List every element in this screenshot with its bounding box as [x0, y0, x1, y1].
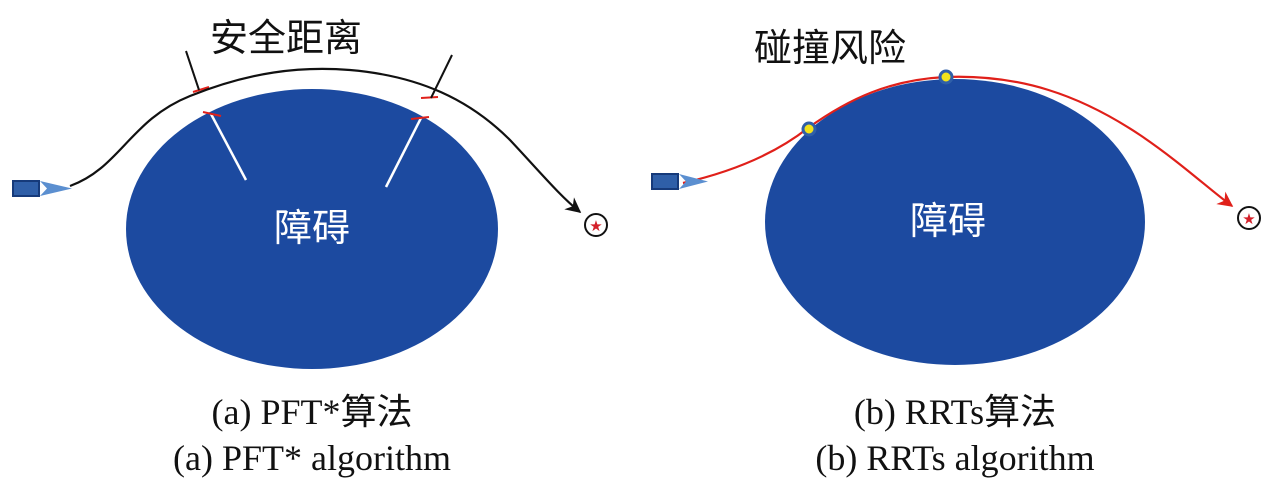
- panel-a: ★ 障碍 安全距离 (a) PFT*算法 (a) PFT* algorithm: [12, 16, 608, 478]
- collision-point-icon: [801, 121, 817, 137]
- safety-mark-obstacle-right: [410, 116, 430, 120]
- safety-mark-path-left: [192, 86, 210, 93]
- annotation-safety-distance: 安全距离: [210, 16, 362, 60]
- safety-leader-inner-right: [384, 117, 423, 188]
- svg-text:★: ★: [589, 217, 602, 235]
- collision-point-icon: [938, 69, 954, 85]
- annotation-collision-risk: 碰撞风险: [754, 26, 906, 70]
- caption-b-en: (b) RRTs algorithm: [815, 438, 1094, 478]
- obstacle-a: [126, 89, 498, 369]
- ship-icon: [651, 173, 708, 190]
- goal-star-icon: ★: [1237, 206, 1261, 230]
- safety-leader-inner-left: [209, 113, 248, 181]
- obstacle-label-a: 障碍: [274, 206, 350, 250]
- obstacle-label-b: 障碍: [910, 199, 986, 243]
- annotation-leader-left: [185, 50, 200, 91]
- caption-a-cn: (a) PFT*算法: [212, 392, 413, 432]
- safety-mark-obstacle-left: [202, 111, 222, 117]
- panel-b: ★ 障碍 碰撞风险 (b) RRTs算法 (b) RRTs algorithm: [651, 26, 1261, 478]
- path-a: [69, 67, 582, 213]
- ship-icon: [12, 180, 72, 197]
- safety-mark-path-right: [420, 96, 439, 99]
- obstacle-b: [765, 79, 1145, 365]
- svg-text:★: ★: [1242, 210, 1255, 228]
- caption-b-cn: (b) RRTs算法: [854, 392, 1056, 432]
- goal-star-icon: ★: [584, 213, 608, 237]
- annotation-leader-right: [430, 54, 453, 99]
- caption-a-en: (a) PFT* algorithm: [173, 438, 451, 478]
